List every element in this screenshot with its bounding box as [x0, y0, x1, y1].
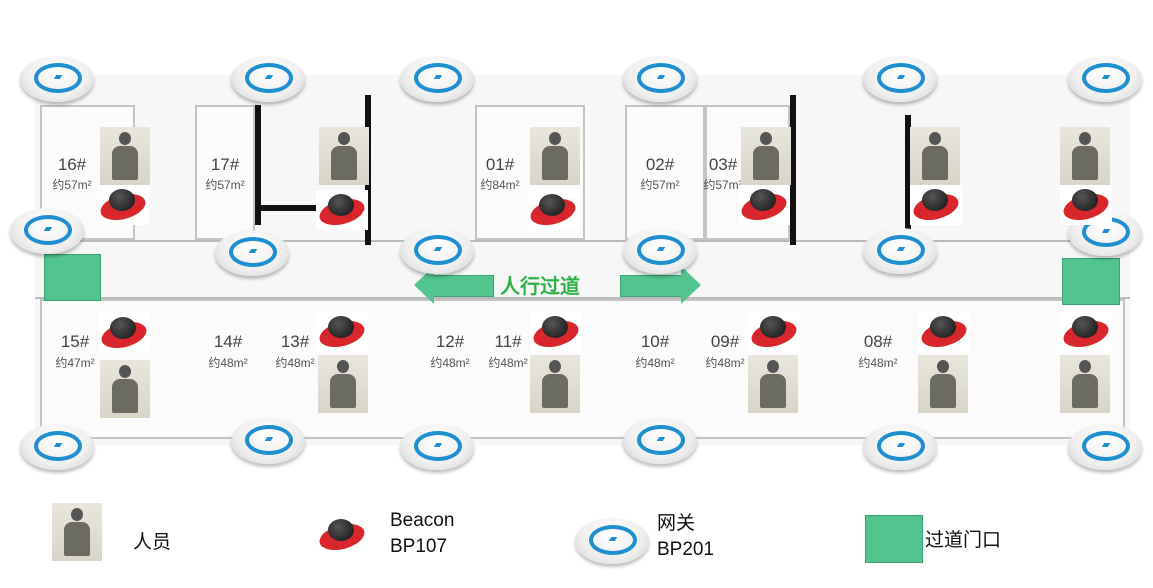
room-area: 约48m² — [858, 356, 898, 370]
legend-door-label: 过道门口 — [925, 530, 1002, 551]
room-area: 约48m² — [430, 356, 470, 370]
stair-wall — [255, 105, 261, 225]
gateway-icon — [400, 424, 474, 470]
person-icon — [1060, 355, 1110, 413]
room-number: 02# — [645, 155, 675, 174]
legend-beacon-label: Beacon — [390, 510, 455, 531]
beacon-icon — [738, 185, 790, 225]
room-number: 10# — [640, 332, 670, 351]
corridor-label: 人行过道 — [500, 276, 580, 298]
room-number: 01# — [485, 155, 515, 174]
beacon-icon — [98, 313, 150, 353]
beacon-icon — [1060, 312, 1112, 352]
arrow-left-head-icon — [414, 266, 434, 304]
gateway-icon — [20, 424, 94, 470]
room-area: 约57m² — [205, 178, 245, 192]
legend-person-icon — [52, 503, 102, 561]
corridor-door-right — [1062, 258, 1120, 305]
gateway-icon — [10, 208, 84, 254]
room-area: 约48m² — [275, 356, 315, 370]
room-area: 约48m² — [208, 356, 248, 370]
beacon-icon — [316, 312, 368, 352]
gateway-icon — [231, 418, 305, 464]
person-icon — [100, 127, 150, 185]
beacon-icon — [530, 312, 582, 352]
stair-wall — [905, 115, 911, 235]
room — [625, 105, 705, 240]
gateway-icon — [863, 424, 937, 470]
person-icon — [910, 127, 960, 185]
legend-beacon-model: BP107 — [390, 536, 448, 557]
room-number: 03# — [708, 155, 738, 174]
gateway-icon — [623, 56, 697, 102]
gateway-icon — [400, 228, 474, 274]
legend-gateway-label: 网关 — [657, 513, 696, 534]
gateway-icon — [20, 56, 94, 102]
room-area: 约84m² — [480, 178, 520, 192]
beacon-icon — [1060, 185, 1112, 225]
room-number: 12# — [435, 332, 465, 351]
stair-wall — [790, 95, 796, 245]
room-number: 11# — [494, 332, 522, 351]
arrow-right-head-icon — [681, 266, 701, 304]
legend-beacon-icon — [316, 515, 368, 555]
person-icon — [530, 127, 580, 185]
arrow-left-icon — [432, 275, 494, 297]
beacon-icon — [97, 185, 149, 225]
person-icon — [748, 355, 798, 413]
gateway-icon — [215, 230, 289, 276]
beacon-icon — [748, 312, 800, 352]
person-icon — [318, 355, 368, 413]
room-number: 14# — [213, 332, 243, 351]
corridor-wall — [35, 240, 1130, 242]
beacon-icon — [918, 312, 970, 352]
stair-wall — [255, 205, 320, 211]
person-icon — [100, 360, 150, 418]
legend-gateway-icon — [575, 518, 649, 564]
gateway-icon — [863, 228, 937, 274]
gateway-icon — [623, 418, 697, 464]
gateway-icon — [1068, 56, 1142, 102]
beacon-icon — [316, 190, 368, 230]
room-area: 约48m² — [488, 356, 528, 370]
person-icon — [319, 127, 369, 185]
person-icon — [1060, 127, 1110, 185]
corridor-wall — [35, 297, 1130, 299]
legend-person-label: 人员 — [133, 532, 172, 553]
room-number: 17# — [210, 155, 240, 174]
room-number: 08# — [863, 332, 893, 351]
person-icon — [530, 355, 580, 413]
room-area: 约57m² — [52, 178, 92, 192]
legend-gateway-model: BP201 — [657, 539, 715, 560]
gateway-icon — [623, 228, 697, 274]
gateway-icon — [400, 56, 474, 102]
gateway-icon — [863, 56, 937, 102]
arrow-right-icon — [620, 275, 684, 297]
room-number: 09# — [710, 332, 740, 351]
room-area: 约48m² — [635, 356, 675, 370]
beacon-icon — [527, 190, 579, 230]
room-area: 约47m² — [55, 356, 95, 370]
person-icon — [918, 355, 968, 413]
room-area: 约57m² — [703, 178, 743, 192]
corridor-door-left — [44, 254, 101, 301]
gateway-icon — [231, 56, 305, 102]
room-number: 13# — [280, 332, 310, 351]
person-icon — [741, 127, 791, 185]
room-area: 约57m² — [640, 178, 680, 192]
room-number: 16# — [57, 155, 87, 174]
beacon-icon — [910, 185, 962, 225]
gateway-icon — [1068, 424, 1142, 470]
room-number: 15# — [60, 332, 90, 351]
legend-door-swatch — [865, 515, 923, 563]
room-area: 约48m² — [705, 356, 745, 370]
